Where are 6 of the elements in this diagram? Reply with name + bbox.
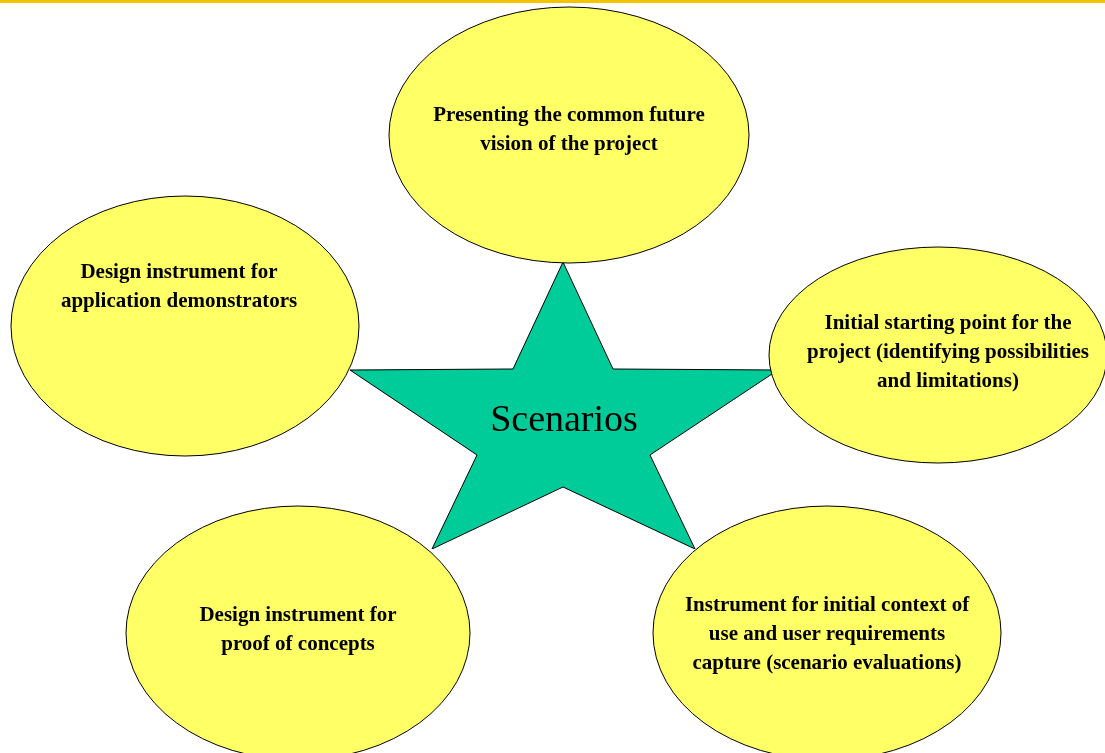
ellipse-label: Presenting the common future vision of the project — [432, 101, 706, 157]
ellipse-label: Design instrument for proof of concepts — [198, 601, 398, 657]
ellipse-label: Design instrument for application demonstrators — [59, 258, 299, 314]
ellipse-label: Instrument for initial context of use and user requirements capture (scenario evaluations) — [683, 590, 971, 676]
star-label: Scenarios — [490, 395, 638, 440]
ellipse-label: Initial starting point for the project (identifying possibilities and limitations) — [806, 308, 1090, 394]
